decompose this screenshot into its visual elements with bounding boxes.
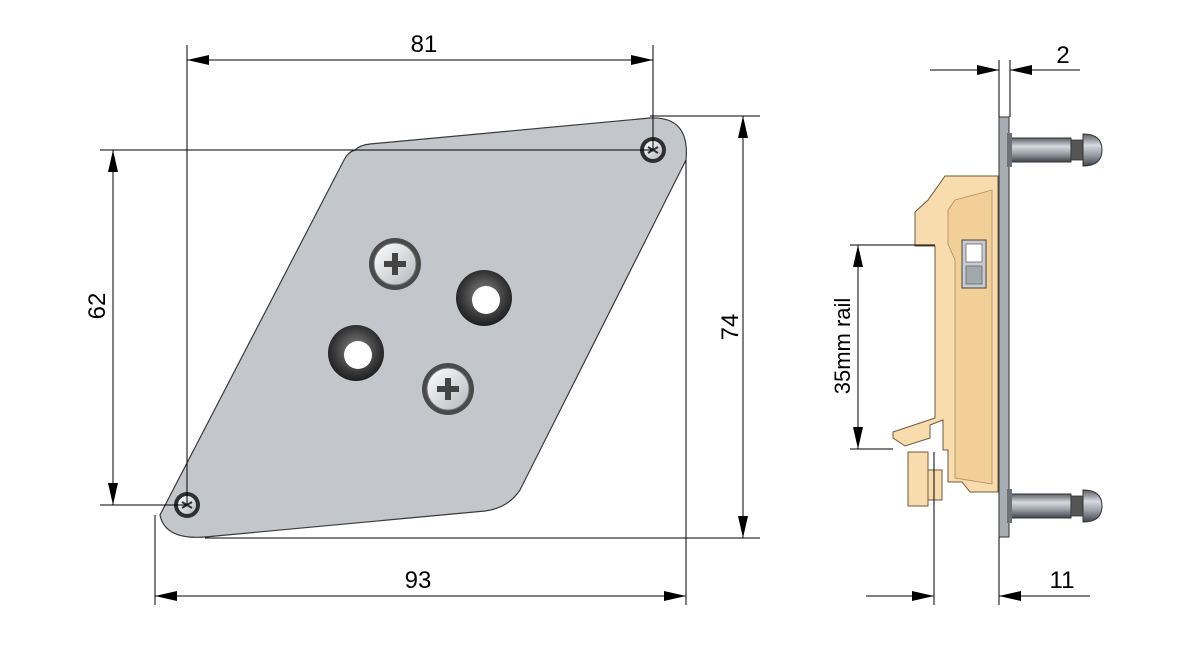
- phillips-screw-upper: [369, 238, 421, 290]
- diamond-plate: [159, 117, 687, 538]
- clip-foot: [907, 451, 929, 507]
- label-right-height: 74: [717, 314, 744, 341]
- bolt-top: [1007, 133, 1103, 167]
- front-view: 81 93 62 74: [84, 31, 760, 605]
- side-view: 2 11 35mm rail: [830, 42, 1103, 605]
- dimension-left-height: 62: [84, 150, 118, 505]
- label-side-depth: 11: [1050, 567, 1075, 594]
- dimension-overall-width: 93: [155, 567, 686, 601]
- bolt-bottom: [1007, 489, 1103, 523]
- plate-edge: [998, 116, 1010, 538]
- dimension-side-thickness: 2: [930, 42, 1080, 75]
- label-side-thickness: 2: [1056, 42, 1069, 69]
- dimension-right-height: 74: [717, 116, 748, 538]
- dimension-top-width: 81: [187, 31, 653, 65]
- label-overall-width: 93: [405, 567, 432, 594]
- label-left-height: 62: [84, 293, 111, 320]
- hex-nut: [961, 239, 987, 289]
- dimension-rail: 35mm rail: [830, 245, 863, 449]
- phillips-screw-lower: [422, 363, 474, 415]
- label-top-width: 81: [411, 31, 438, 58]
- extension-lines-front: [100, 45, 760, 605]
- mounting-hole-left: [328, 325, 384, 381]
- dimension-side-depth: 11: [866, 567, 1090, 601]
- clip-inner-groove: [947, 189, 993, 485]
- mounting-hole-right: [456, 270, 512, 326]
- label-rail: 35mm rail: [830, 298, 855, 395]
